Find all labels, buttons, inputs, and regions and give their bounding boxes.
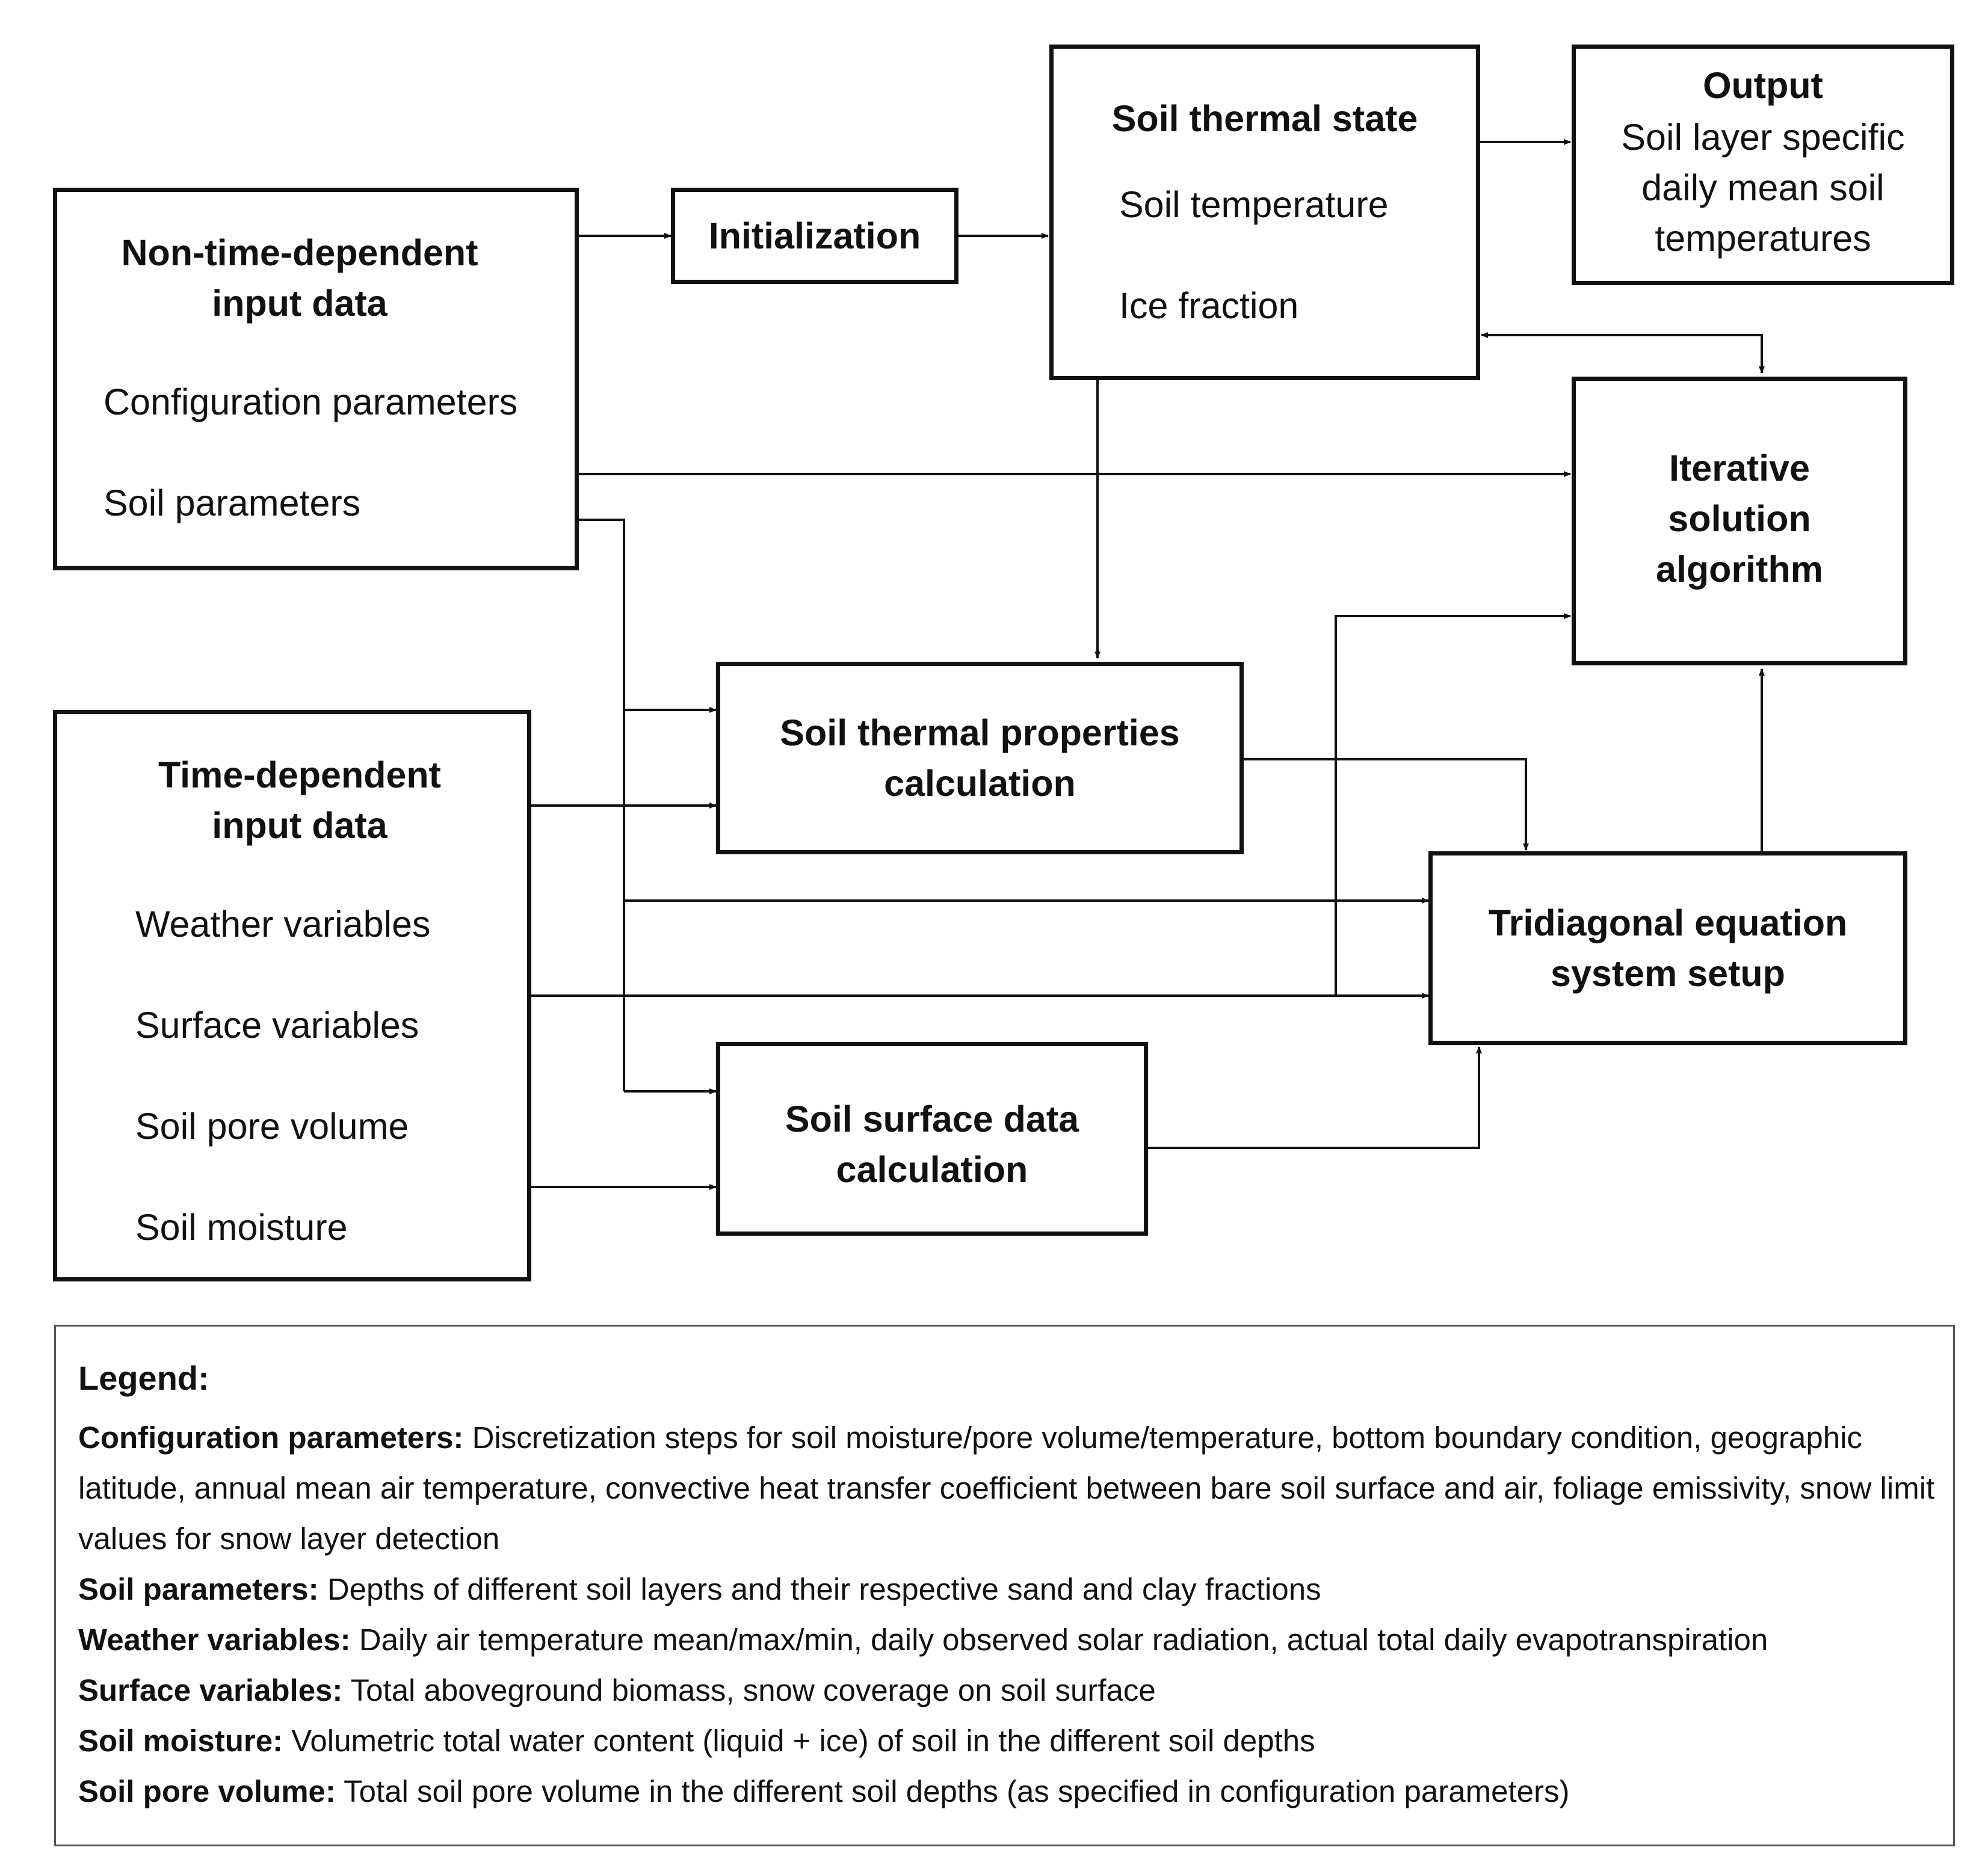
arrow-surface-data-to-tridiagonal [1147,1046,1482,1149]
legend-text: Total soil pore volume in the different … [344,1774,1570,1808]
output-line-1: Soil layer specific [1621,117,1905,158]
legend-entry-weather-variables: Weather variables: Daily air temperature… [78,1615,1937,1665]
legend-entry-configuration: Configuration parameters: Discretization… [78,1413,1937,1564]
legend-term: Soil pore volume: [78,1774,336,1808]
surface-data-line-1: Soil surface data [785,1099,1079,1139]
arrow-properties-to-tridiagonal [1242,758,1529,851]
legend-text: Depths of different soil layers and thei… [327,1572,1321,1606]
soil-moisture-label: Soil moisture [135,1207,348,1248]
output-box [1572,45,1954,285]
tridiagonal-line-1: Tridiagonal equation [1488,902,1848,943]
legend-text: Discretization steps for soil moisture/p… [78,1420,1935,1556]
legend-term: Soil moisture: [78,1724,283,1758]
soil-temperature-label: Soil temperature [1119,184,1389,225]
initialization-title: Initialization [708,215,921,256]
non-time-dependent-title-line2: input data [212,283,387,324]
iterative-line-3: algorithm [1656,549,1823,590]
non-time-dependent-title-line1: Non-time-dependent [121,232,478,273]
surface-variables-label: Surface variables [135,1005,419,1046]
output-line-3: temperatures [1655,218,1871,259]
legend-term: Surface variables: [78,1673,343,1707]
arrow-timedep-to-iterative [1335,613,1571,996]
legend-text: Daily air temperature mean/max/min, dail… [359,1623,1768,1657]
arrow-iterative-to-thermal-state [1481,332,1763,371]
output-title: Output [1703,65,1823,106]
legend-term: Configuration parameters: [78,1420,464,1455]
legend-entry-soil-parameters: Soil parameters: Depths of different soi… [78,1564,1937,1615]
soil-parameters-label: Soil parameters [103,482,361,523]
legend-title: Legend: [78,1359,209,1397]
output-line-2: daily mean soil [1641,167,1885,208]
thermal-properties-line-1: Soil thermal properties [780,712,1180,753]
legend-text: Volumetric total water content (liquid +… [291,1724,1315,1758]
initialization-box [671,188,958,284]
thermal-properties-line-2: calculation [884,763,1076,804]
legend-entry-surface-variables: Surface variables: Total aboveground bio… [78,1665,1937,1716]
legend-term: Soil parameters: [78,1572,319,1606]
tridiagonal-line-2: system setup [1551,953,1785,994]
soil-pore-volume-label: Soil pore volume [135,1106,409,1147]
time-dependent-title-line1: Time-dependent [158,754,441,795]
tridiagonal-setup-box [1428,851,1907,1045]
non-time-dependent-input-box [53,188,579,570]
soil-thermal-state-box [1049,45,1480,380]
legend-entry-soil-moisture: Soil moisture: Volumetric total water co… [78,1716,1937,1766]
time-dependent-title-line2: input data [212,805,387,846]
iterative-line-1: Iterative [1669,448,1810,489]
ice-fraction-label: Ice fraction [1119,285,1299,326]
surface-data-box [716,1042,1148,1236]
iterative-solution-box [1572,377,1907,665]
legend-term: Weather variables: [78,1623,351,1657]
configuration-parameters-label: Configuration parameters [103,381,518,422]
time-dependent-input-box [53,710,531,1281]
weather-variables-label: Weather variables [135,904,431,945]
thermal-properties-box [716,662,1244,854]
iterative-line-2: solution [1668,498,1811,539]
legend-box [54,1325,1955,1846]
soil-thermal-state-title: Soil thermal state [1111,98,1418,139]
legend-entry-soil-pore-volume: Soil pore volume: Total soil pore volume… [78,1766,1937,1817]
legend-text: Total aboveground biomass, snow coverage… [350,1673,1156,1707]
surface-data-line-2: calculation [836,1149,1028,1190]
